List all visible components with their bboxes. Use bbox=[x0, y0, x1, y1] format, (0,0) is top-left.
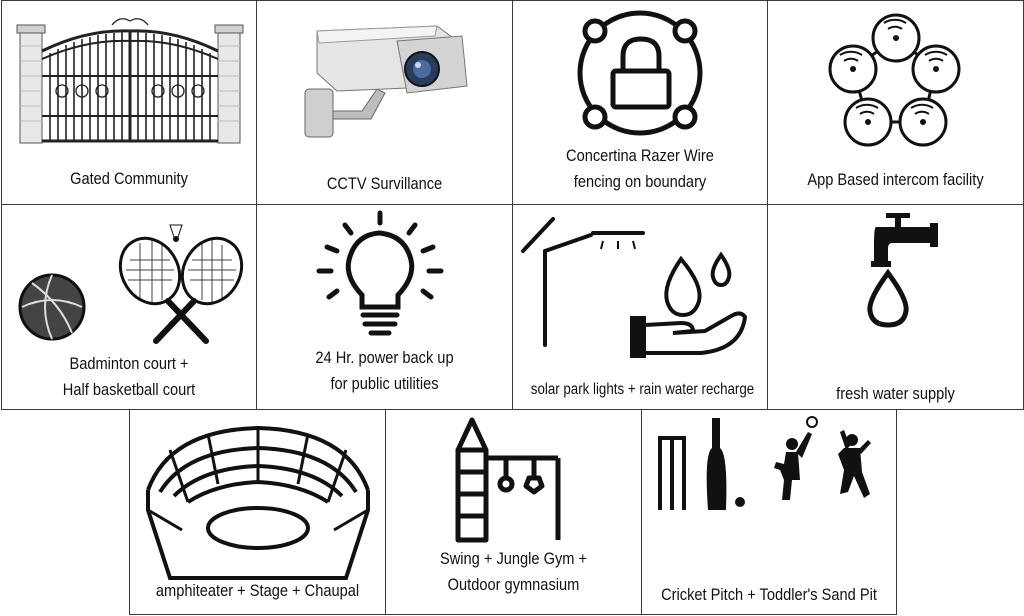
street-light-water-hand-icon bbox=[521, 217, 747, 358]
feature-label-line1: Badminton court + bbox=[69, 354, 189, 373]
feature-card-amphitheater: amphiteater + Stage + Chaupal bbox=[129, 409, 386, 615]
feature-card-solar-rain: solar park lights + rain water recharge bbox=[512, 204, 768, 410]
feature-label: 24 Hr. power back up for public utilitie… bbox=[275, 345, 494, 397]
feature-label: solar park lights + rain water recharge bbox=[530, 381, 755, 398]
feature-label-line2: Outdoor gymnasium bbox=[447, 575, 580, 594]
feature-label-line2: fencing on boundary bbox=[573, 172, 707, 191]
feature-label: Concertina Razer Wire fencing on boundar… bbox=[531, 143, 749, 195]
badminton-basketball-icon bbox=[18, 224, 244, 344]
cctv-camera-icon bbox=[304, 25, 468, 138]
feature-card-sports: Badminton court + Half basketball court bbox=[1, 204, 257, 410]
cricket-kids-icon bbox=[658, 416, 871, 510]
feature-label: Gated Community bbox=[70, 169, 188, 188]
padlock-ring-icon bbox=[577, 10, 703, 136]
feature-label: amphiteater + Stage + Chaupal bbox=[155, 581, 360, 600]
feature-card-intercom: App Based intercom facility bbox=[767, 0, 1024, 205]
connected-network-icon bbox=[828, 13, 961, 147]
feature-label-line2: Half basketball court bbox=[62, 380, 196, 399]
feature-card-cricket: Cricket Pitch + Toddler's Sand Pit bbox=[641, 409, 897, 615]
amphitheater-icon bbox=[146, 425, 370, 580]
feature-label-line1: Concertina Razer Wire bbox=[566, 146, 714, 165]
feature-label: Cricket Pitch + Toddler's Sand Pit bbox=[661, 585, 877, 604]
feature-label: fresh water supply bbox=[836, 384, 955, 403]
feature-card-gated-community: Gated Community bbox=[1, 0, 257, 205]
feature-card-playground: Swing + Jungle Gym + Outdoor gymnasium bbox=[385, 409, 642, 615]
feature-card-cctv: CCTV Survillance bbox=[256, 0, 513, 205]
feature-label-line2: for public utilities bbox=[330, 374, 439, 393]
feature-card-water: fresh water supply bbox=[767, 204, 1024, 410]
feature-label: App Based intercom facility bbox=[807, 170, 984, 189]
tap-drop-icon bbox=[867, 213, 938, 328]
feature-label-line1: Swing + Jungle Gym + bbox=[439, 549, 588, 568]
playground-icon bbox=[455, 417, 561, 543]
feature-label-line1: 24 Hr. power back up bbox=[315, 348, 454, 367]
feature-card-razor-wire: Concertina Razer Wire fencing on boundar… bbox=[512, 0, 768, 205]
feature-label: Badminton court + Half basketball court bbox=[20, 351, 238, 403]
light-bulb-icon bbox=[316, 210, 444, 336]
feature-label: Swing + Jungle Gym + Outdoor gymnasium bbox=[404, 546, 623, 598]
feature-card-power: 24 Hr. power back up for public utilitie… bbox=[256, 204, 513, 410]
gate-icon bbox=[16, 18, 244, 144]
feature-label: CCTV Survillance bbox=[326, 174, 443, 193]
